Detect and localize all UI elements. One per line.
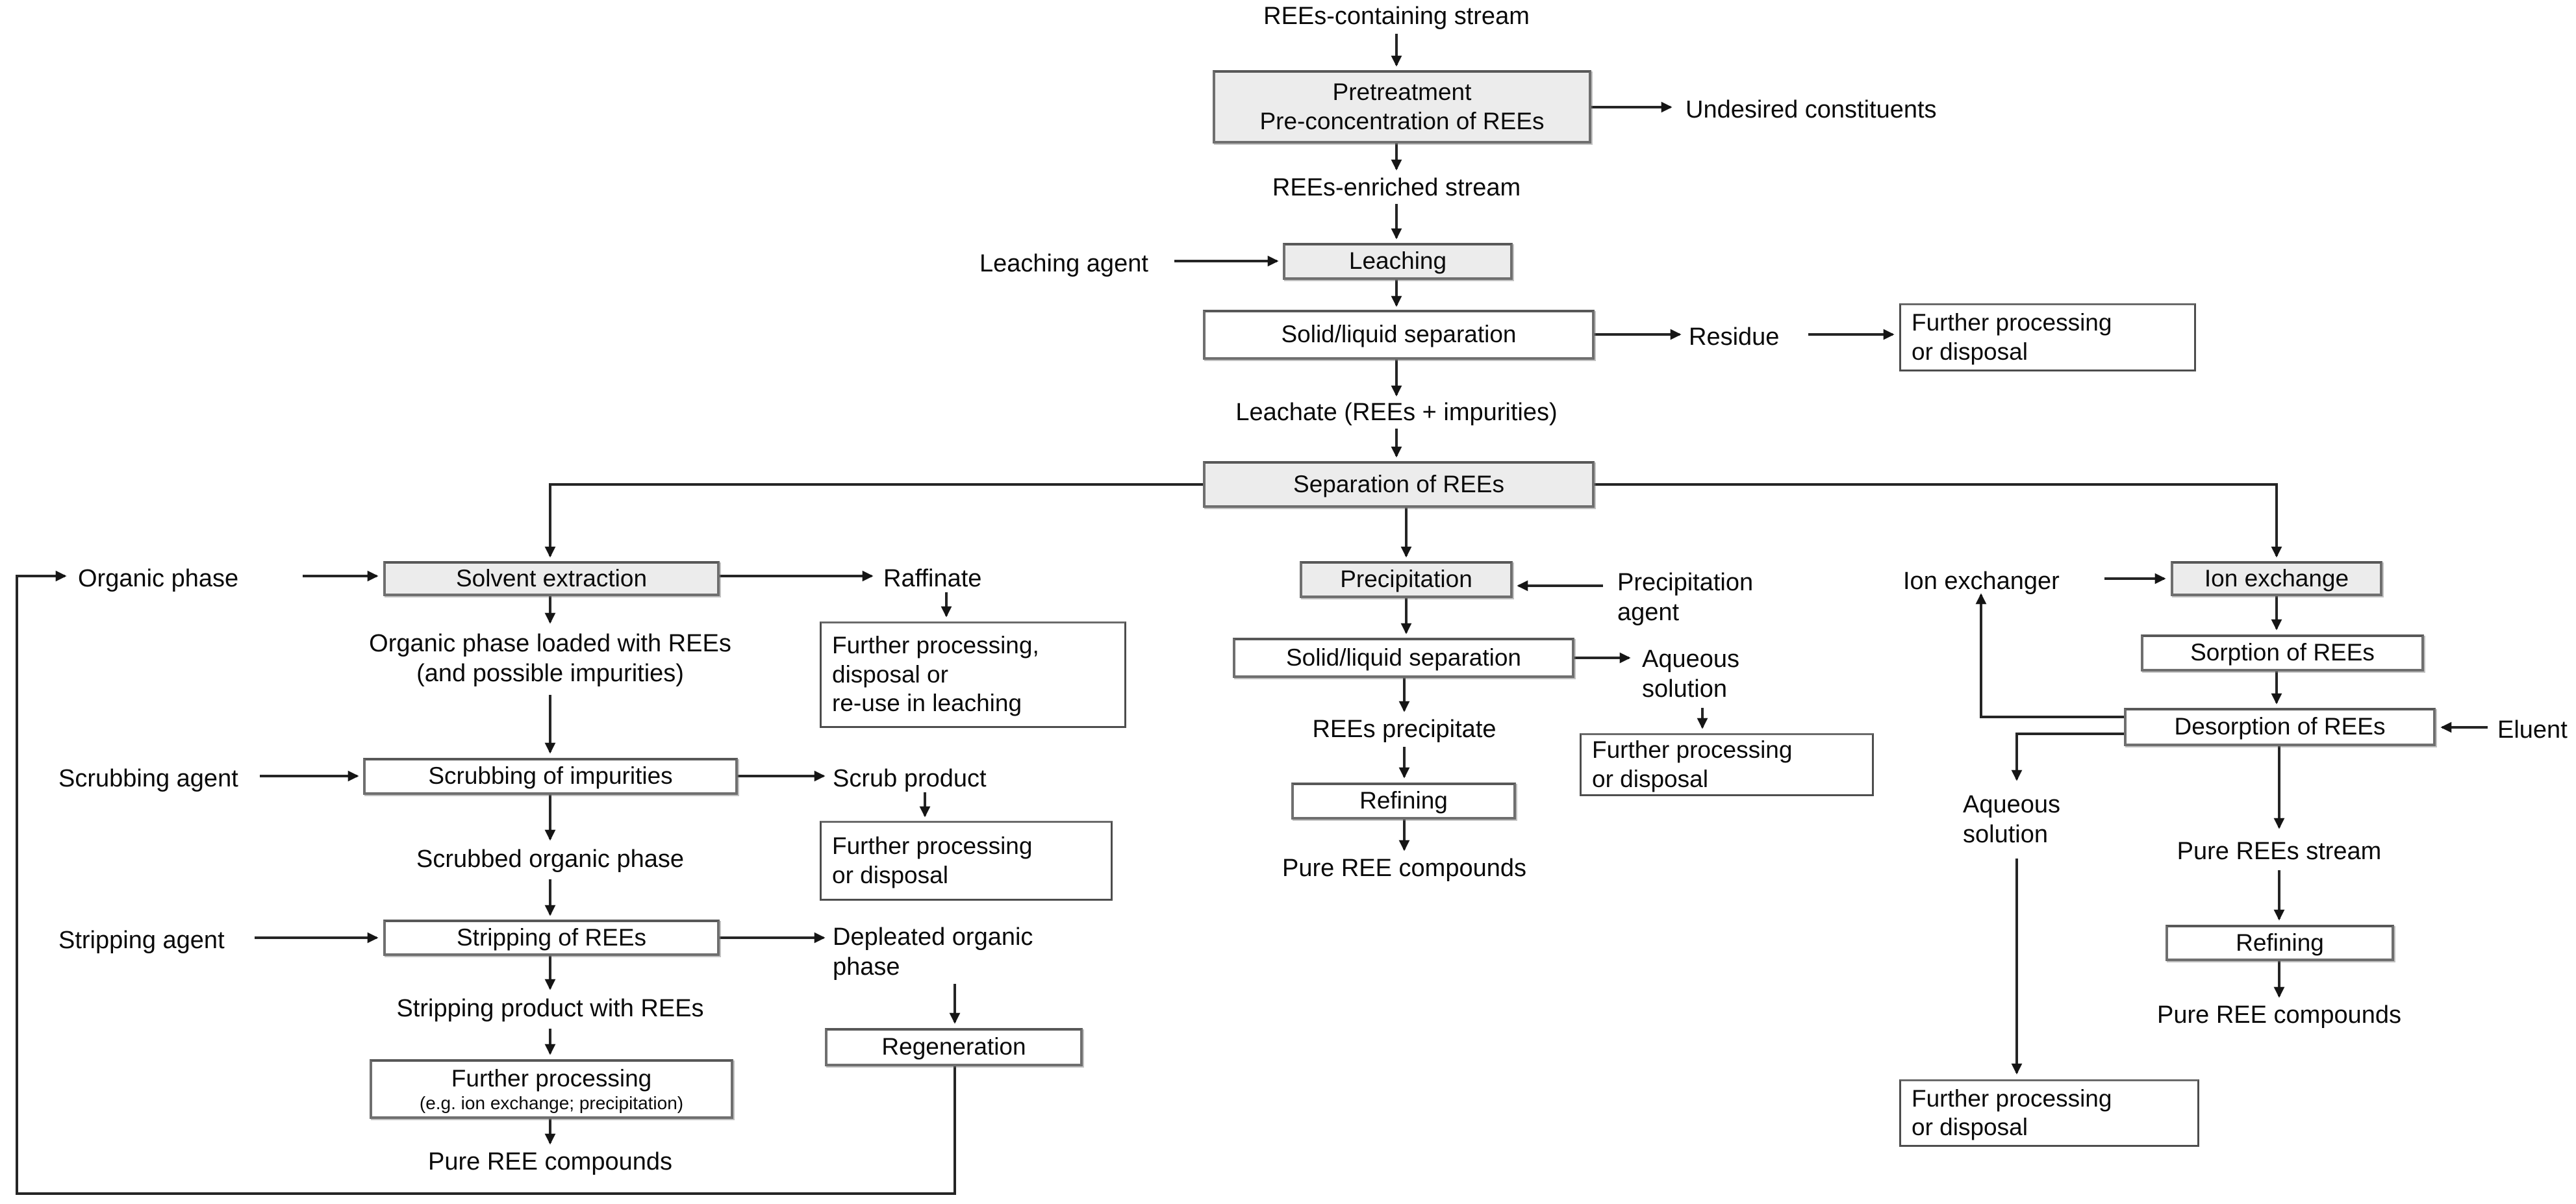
node-refining-mid: Refining [1291, 783, 1516, 820]
label-scrub-product: Scrub product [833, 765, 987, 792]
node-further-processing-raffinate: Further processing, disposal or re-use i… [820, 621, 1126, 728]
label-pure-ree-compounds-left: Pure REE compounds [428, 1148, 672, 1175]
node-ion-exchange: Ion exchange [2171, 561, 2382, 596]
label-scrubbed-organic-phase: Scrubbed organic phase [416, 846, 684, 873]
node-further-processing-scrub: Further processing or disposal [820, 821, 1113, 901]
node-further-processing-eg: Further processing (e.g. ion exchange; p… [370, 1059, 733, 1119]
label-rees-precipitate: REEs precipitate [1312, 716, 1496, 743]
label-raffinate: Raffinate [883, 565, 982, 592]
node-further-processing-mid: Further processing or disposal [1580, 733, 1874, 796]
node-pretreatment: Pretreatment Pre-concentration of REEs [1213, 70, 1591, 144]
node-solid-liquid-separation-mid: Solid/liquid separation [1233, 638, 1574, 678]
label-leaching-agent: Leaching agent [979, 250, 1148, 277]
label-residue: Residue [1689, 323, 1780, 351]
node-solid-liquid-separation-top: Solid/liquid separation [1203, 310, 1595, 360]
label-aqueous-solution-mid: Aqueous solution [1642, 646, 1740, 703]
label-rees-enriched-stream: REEs-enriched stream [1272, 174, 1521, 201]
label-aqueous-solution-right: Aqueous solution [1963, 791, 2061, 849]
further-processing-eg-title: Further processing [451, 1064, 652, 1092]
node-solvent-extraction: Solvent extraction [383, 561, 720, 596]
node-further-processing-top: Further processing or disposal [1899, 303, 2196, 371]
node-separation-of-rees: Separation of REEs [1203, 461, 1595, 508]
node-leaching: Leaching [1283, 243, 1513, 280]
label-leachate: Leachate (REEs + impurities) [1235, 399, 1558, 426]
label-eluent: Eluent [2497, 716, 2568, 744]
node-desorption-of-rees: Desorption of REEs [2124, 708, 2436, 746]
node-scrubbing-of-impurities: Scrubbing of impurities [363, 758, 738, 795]
label-stripping-product: Stripping product with REEs [396, 995, 704, 1022]
label-pure-ree-compounds-right: Pure REE compounds [2157, 1001, 2401, 1029]
label-pure-rees-stream: Pure REEs stream [2177, 838, 2382, 865]
node-stripping-of-rees: Stripping of REEs [383, 920, 720, 956]
label-pure-ree-compounds-mid: Pure REE compounds [1282, 855, 1526, 882]
node-refining-right: Refining [2166, 925, 2394, 961]
label-precipitation-agent: Precipitation agent [1617, 569, 1754, 627]
label-rees-containing-stream: REEs-containing stream [1263, 3, 1530, 30]
node-precipitation: Precipitation [1300, 561, 1513, 598]
label-scrubbing-agent: Scrubbing agent [58, 765, 238, 792]
node-sorption-of-rees: Sorption of REEs [2141, 634, 2424, 671]
label-stripping-agent: Stripping agent [58, 927, 225, 954]
label-organic-phase: Organic phase [78, 565, 239, 592]
label-depleated-organic-phase: Depleated organic phase [833, 923, 1033, 981]
further-processing-eg-subtitle: (e.g. ion exchange; precipitation) [419, 1093, 684, 1114]
label-ion-exchanger: Ion exchanger [1903, 568, 2060, 595]
node-regeneration: Regeneration [825, 1028, 1083, 1066]
label-undesired-constituents: Undesired constituents [1686, 96, 1937, 123]
label-organic-phase-loaded: Organic phase loaded with REEs (and poss… [369, 630, 731, 688]
node-further-processing-right: Further processing or disposal [1899, 1079, 2199, 1147]
